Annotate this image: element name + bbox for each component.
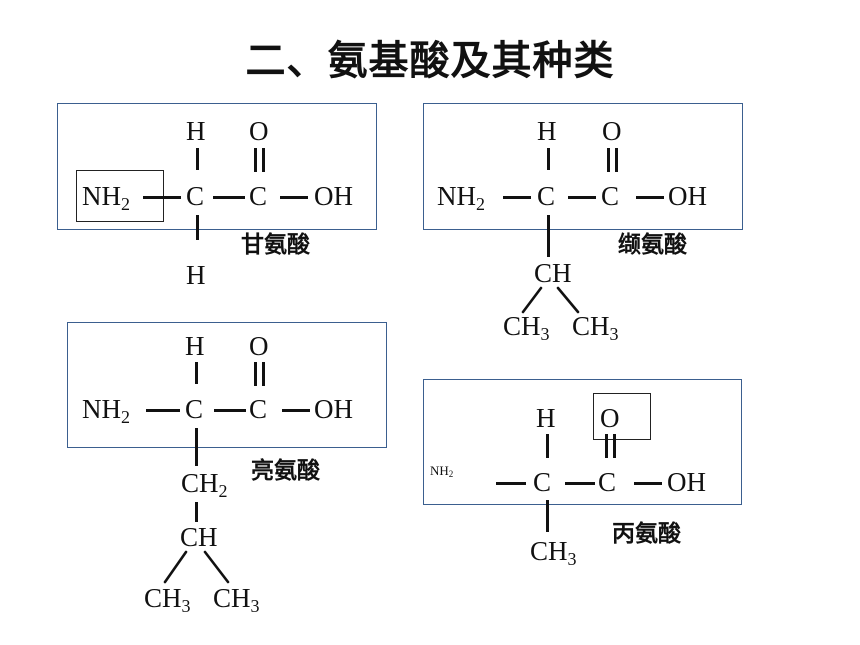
- valine-branch-right: [556, 286, 580, 314]
- carbonyl-oxygen: O: [602, 116, 622, 146]
- side-chain-methyl-left: CH3: [503, 311, 550, 344]
- carboxyl-carbon: C: [601, 181, 620, 211]
- valine-label: 缬氨酸: [618, 231, 687, 258]
- hydroxyl-group: OH: [314, 181, 353, 211]
- carboxyl-carbon: C: [249, 394, 268, 424]
- bond-vertical: [195, 428, 198, 466]
- alpha-carbon: C: [186, 181, 205, 211]
- double-bond-line: [615, 148, 618, 172]
- alpha-hydrogen-top: H: [186, 116, 206, 146]
- double-bond-line: [254, 148, 257, 172]
- double-bond-line: [607, 148, 610, 172]
- bond-vertical: [546, 500, 549, 532]
- leucine-branch-left: [163, 550, 188, 584]
- alpha-carbon: C: [533, 467, 552, 497]
- bond-horizontal: [213, 196, 245, 199]
- carbonyl-oxygen: O: [249, 331, 269, 361]
- glycine-label: 甘氨酸: [241, 231, 310, 258]
- bond-vertical: [195, 502, 198, 522]
- side-chain-methyl-right: CH3: [572, 311, 619, 344]
- valine-branch-left: [521, 286, 543, 314]
- bond-vertical: [547, 148, 550, 170]
- valine-panel: [423, 103, 743, 230]
- bond-vertical: [196, 215, 199, 240]
- bond-vertical: [196, 148, 199, 170]
- bond-horizontal: [565, 482, 595, 485]
- hydroxyl-group: OH: [668, 181, 707, 211]
- bond-horizontal: [143, 196, 181, 199]
- side-chain-methyl: CH3: [530, 536, 577, 569]
- double-bond-line: [254, 362, 257, 386]
- bond-horizontal: [280, 196, 308, 199]
- amino-group: NH2: [437, 181, 485, 214]
- amino-group: NH2: [82, 394, 130, 427]
- alpha-hydrogen: H: [185, 331, 205, 361]
- bond-horizontal: [282, 409, 310, 412]
- bond-vertical: [547, 215, 550, 257]
- bond-vertical: [195, 362, 198, 384]
- side-chain-methyl-right: CH3: [213, 583, 260, 616]
- leucine-label: 亮氨酸: [251, 457, 320, 484]
- double-bond-line: [613, 434, 616, 458]
- double-bond-line: [605, 434, 608, 458]
- bond-horizontal: [636, 196, 664, 199]
- bond-horizontal: [503, 196, 531, 199]
- side-chain-ch: CH: [534, 258, 572, 288]
- side-chain-ch: CH: [180, 522, 218, 552]
- side-chain-ch2: CH2: [181, 468, 228, 501]
- carbonyl-oxygen: O: [249, 116, 269, 146]
- amino-group: NH2: [82, 181, 130, 214]
- bond-vertical: [546, 434, 549, 458]
- carbonyl-highlight-box: [593, 393, 651, 440]
- bond-horizontal: [568, 196, 596, 199]
- alanine-panel: [423, 379, 742, 505]
- alpha-hydrogen: H: [537, 116, 557, 146]
- bond-horizontal: [634, 482, 662, 485]
- alpha-carbon: C: [537, 181, 556, 211]
- alpha-hydrogen: H: [536, 403, 556, 433]
- side-chain-methyl-left: CH3: [144, 583, 191, 616]
- carbonyl-oxygen: O: [600, 403, 620, 433]
- bond-horizontal: [496, 482, 526, 485]
- double-bond-line: [262, 148, 265, 172]
- leucine-panel: [67, 322, 387, 448]
- leucine-branch-right: [203, 550, 230, 584]
- amino-group: NH2: [430, 463, 454, 479]
- alanine-label: 丙氨酸: [612, 520, 681, 547]
- hydroxyl-group: OH: [667, 467, 706, 497]
- alpha-hydrogen-bottom: H: [186, 260, 206, 290]
- page-title: 二、氨基酸及其种类: [245, 38, 615, 84]
- bond-horizontal: [146, 409, 180, 412]
- carboxyl-carbon: C: [249, 181, 268, 211]
- hydroxyl-group: OH: [314, 394, 353, 424]
- carboxyl-carbon: C: [598, 467, 617, 497]
- glycine-panel: [57, 103, 377, 230]
- alpha-carbon: C: [185, 394, 204, 424]
- double-bond-line: [262, 362, 265, 386]
- bond-horizontal: [214, 409, 246, 412]
